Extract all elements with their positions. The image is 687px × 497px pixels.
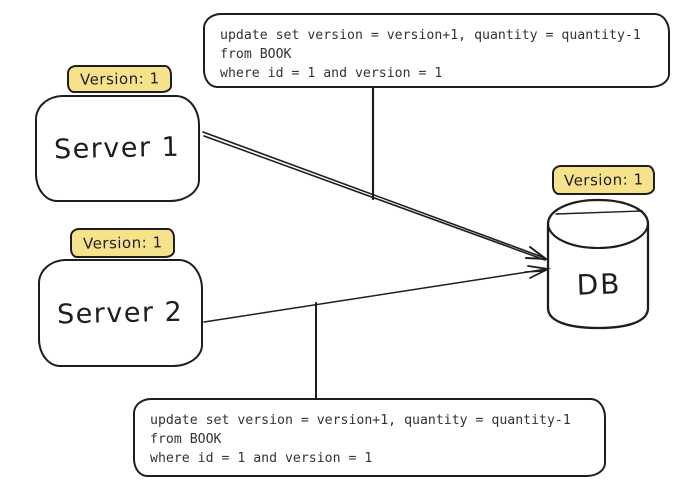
db-cylinder-shape (546, 198, 650, 330)
server1-version-badge-label: Version: 1 (79, 69, 160, 89)
server2-version-badge: Version: 1 (70, 228, 175, 258)
callout-sql-top: update set version = version+1, quantity… (203, 13, 670, 88)
sql-statement-bottom: update set version = version+1, quantity… (150, 413, 571, 466)
sql-statement-top: update set version = version+1, quantity… (220, 28, 641, 81)
db-label: DB (576, 267, 622, 302)
arrow-server1-db (202, 131, 550, 261)
server1-label: Server 1 (54, 131, 181, 166)
server2-label: Server 2 (57, 296, 184, 330)
arrow-server2-db (203, 265, 551, 323)
db-version-badge: Version: 1 (552, 165, 655, 195)
server2-version-badge-label: Version: 1 (82, 233, 163, 253)
callout-sql-bottom: update set version = version+1, quantity… (133, 398, 606, 477)
db-version-badge-label: Version: 1 (563, 170, 644, 190)
node-server1: Server 1 (35, 95, 200, 202)
node-server2: Server 2 (38, 259, 203, 367)
server1-version-badge: Version: 1 (67, 65, 172, 93)
